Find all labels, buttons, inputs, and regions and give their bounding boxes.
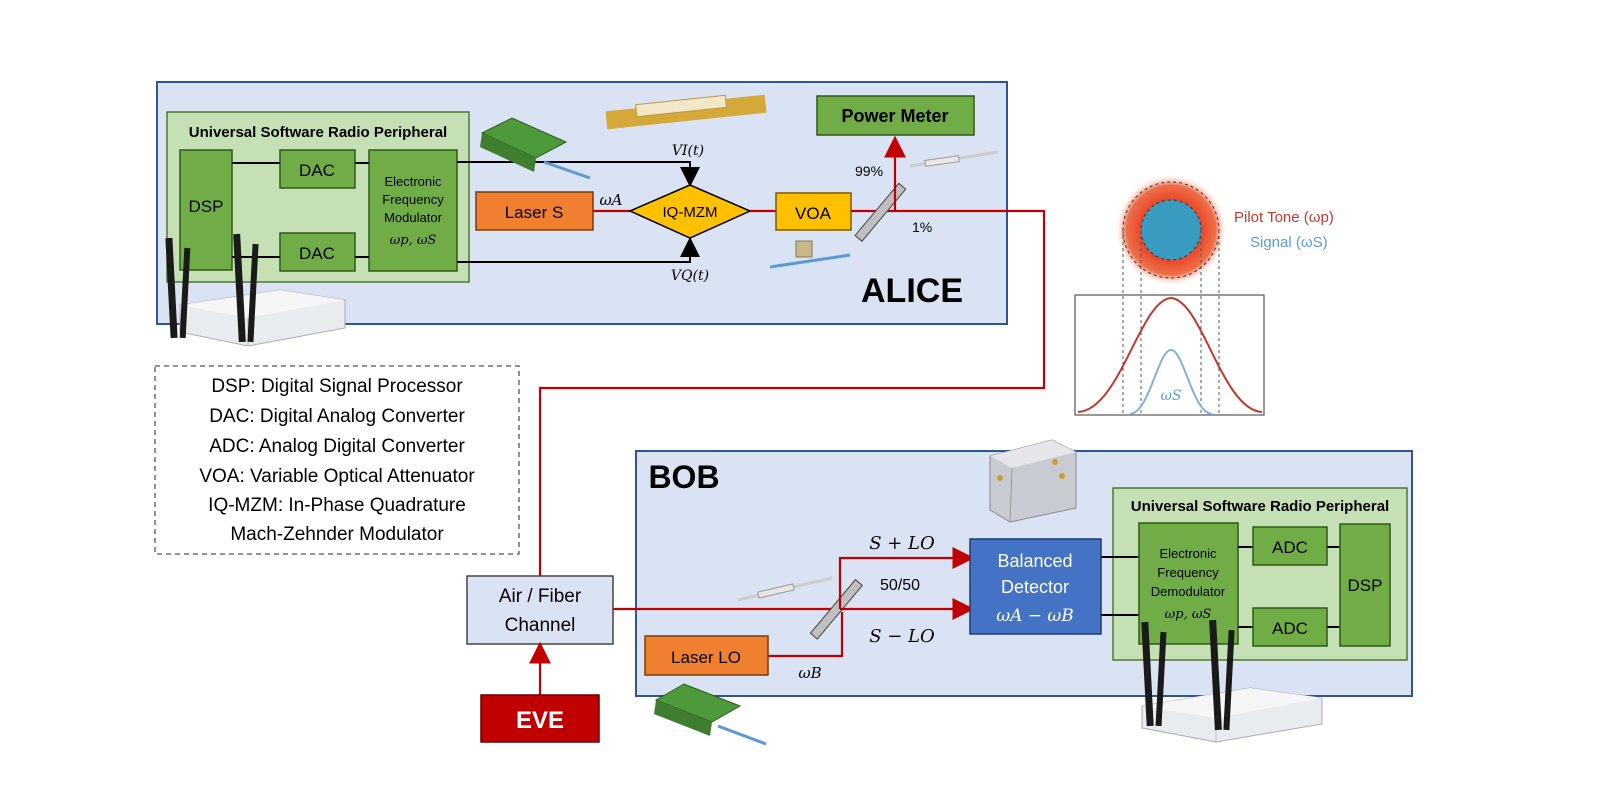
legend-line-iqmzm: IQ-MZM: In-Phase Quadrature	[208, 495, 466, 516]
bob-efd-line1: Electronic	[1159, 546, 1217, 561]
alice-voa-label: VOA	[795, 204, 832, 223]
legend-line-voa: VOA: Variable Optical Attenuator	[199, 466, 475, 487]
bob-dsp-box	[1339, 523, 1391, 647]
alice-voa-photo	[769, 240, 851, 269]
bob-detector-line1: Balanced	[997, 551, 1072, 571]
bob-detector-photo	[989, 439, 1077, 523]
eve-box	[480, 694, 600, 743]
bob-splitter	[809, 578, 864, 640]
alice-dac2-box	[279, 232, 356, 272]
alice-efm-box	[368, 149, 458, 272]
channel-label-line1: Air / Fiber	[499, 586, 582, 607]
alice-dac1-label: DAC	[299, 161, 335, 180]
alice-efm-line1: Electronic	[384, 174, 442, 189]
bob-detector-box	[969, 538, 1102, 635]
legend-line-dsp: DSP: Digital Signal Processor	[211, 376, 463, 397]
alice-efm-line2: Frequency	[382, 192, 444, 207]
bob-driver-photo	[654, 683, 767, 746]
bob-detector-line2: Detector	[1001, 577, 1069, 597]
legend-line-mzm: Mach-Zehnder Modulator	[230, 524, 444, 545]
fiber-alice-channel	[538, 209, 1046, 576]
alice-voa-box	[775, 192, 852, 231]
bob-laser-lo-box	[644, 635, 769, 676]
alice-dac2-label: DAC	[299, 244, 335, 263]
bob-adc1-box	[1252, 526, 1328, 566]
signal-label: Signal (ωS)	[1250, 234, 1328, 251]
bob-omega-b: ωB	[798, 664, 821, 682]
alice-dac1-box	[279, 149, 356, 189]
alice-efm-freq: ωp, ωS	[390, 233, 437, 248]
bob-dsp-label: DSP	[1348, 576, 1383, 595]
bob-split-label: 50/50	[880, 577, 920, 594]
alice-power-meter-box	[816, 95, 975, 136]
bob-s-minus-lo: S − LO	[869, 626, 935, 647]
bob-efd-box	[1138, 522, 1239, 645]
bob-adc1-label: ADC	[1272, 538, 1308, 557]
legend-line-adc: ADC: Analog Digital Converter	[209, 436, 465, 457]
alice-laser-s-label: Laser S	[505, 203, 564, 222]
bob-coupler-photo	[737, 576, 833, 602]
bob-title: BOB	[648, 459, 719, 495]
legend-line-dac: DAC: Digital Analog Converter	[209, 406, 465, 427]
spectrum-omega-s: ωS	[1160, 388, 1181, 404]
bob-laser-lo-label: Laser LO	[671, 648, 741, 667]
bob-efd-line3: Demodulator	[1151, 584, 1226, 599]
alice-dsp-label: DSP	[189, 197, 224, 216]
bob-usrp-title: Universal Software Radio Peripheral	[1131, 498, 1389, 515]
alice-vq-label: VQ(t)	[671, 268, 709, 284]
eve-label: EVE	[516, 707, 564, 734]
bob-efd-freq: ωp, ωS	[1165, 607, 1212, 622]
spectrum-plot-frame	[1074, 294, 1265, 416]
legend-box	[154, 365, 520, 555]
alice-iqmzm-label: IQ-MZM	[663, 204, 718, 221]
channel-label-line2: Channel	[505, 615, 576, 636]
alice-vi-label: VI(t)	[672, 143, 704, 159]
signal-curve	[1129, 348, 1213, 415]
alice-omega-a: ωA	[599, 191, 622, 209]
bob-adc2-label: ADC	[1272, 619, 1308, 638]
alice-coupler-photo	[909, 150, 999, 168]
bob-efd-line2: Frequency	[1157, 565, 1219, 580]
alice-power-meter-label: Power Meter	[841, 106, 948, 126]
bob-s-plus-lo: S + LO	[869, 533, 935, 554]
alice-efm-line3: Modulator	[384, 210, 442, 225]
alice-pct1: 1%	[912, 219, 932, 235]
pilot-tone-label: Pilot Tone (ωp)	[1234, 209, 1334, 226]
bob-detector-freq: ωA − ωB	[996, 606, 1074, 626]
alice-modulator-photo	[605, 94, 767, 130]
channel-box	[466, 575, 614, 645]
alice-splitter	[854, 182, 907, 242]
signal-circle	[1140, 199, 1202, 261]
alice-driver-photo	[480, 117, 591, 180]
pilot-tone-curve	[1077, 296, 1263, 413]
bob-usrp-photo	[1141, 619, 1323, 743]
alice-usrp-title: Universal Software Radio Peripheral	[189, 124, 447, 141]
alice-pct99: 99%	[855, 163, 883, 179]
alice-title: ALICE	[861, 272, 963, 310]
alice-usrp-photo	[165, 233, 346, 347]
